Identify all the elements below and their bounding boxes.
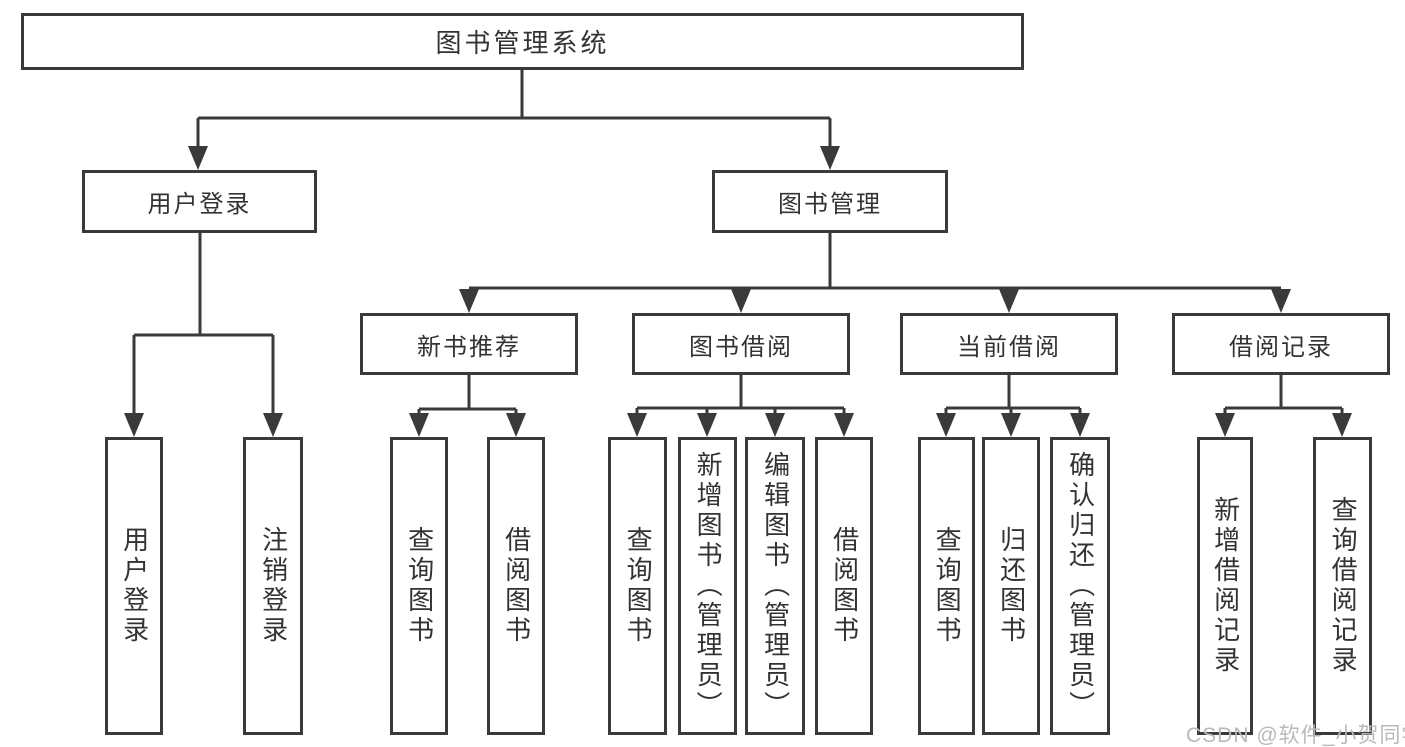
edge-user-login-to-leaves — [124, 233, 283, 437]
edge-line — [1223, 375, 1344, 414]
leaf-confirm-return-admin: 确认归还（管理员） — [1050, 437, 1110, 735]
leaf-query-books-1: 查询图书 — [390, 437, 448, 735]
node-label: 确认归还（管理员） — [1065, 451, 1096, 721]
node-label: 新书推荐 — [417, 333, 521, 361]
arrow-down-icon — [1271, 289, 1291, 313]
edge-line — [132, 233, 275, 415]
leaf-return-books: 归还图书 — [982, 437, 1040, 735]
edge-line — [944, 375, 1082, 414]
edge-line — [469, 233, 1281, 290]
node-label: 借阅记录 — [1229, 333, 1333, 361]
arrow-down-icon — [124, 413, 144, 437]
arrow-down-icon — [409, 413, 429, 437]
arrow-down-icon — [697, 413, 717, 437]
edge-book-borrow-to-leaves — [627, 375, 854, 437]
node-label: 归还图书 — [996, 526, 1027, 646]
node-root-system: 图书管理系统 — [21, 13, 1024, 70]
node-new-book-recommend: 新书推荐 — [360, 313, 578, 375]
arrow-down-icon — [188, 146, 208, 170]
leaf-borrow-books-2: 借阅图书 — [815, 437, 873, 735]
node-book-borrow: 图书借阅 — [632, 313, 850, 375]
arrow-down-icon — [936, 413, 956, 437]
arrow-down-icon — [834, 413, 854, 437]
arrow-down-icon — [1215, 413, 1235, 437]
edge-line — [196, 70, 832, 148]
leaf-edit-books-admin: 编辑图书（管理员） — [745, 437, 805, 735]
node-current-borrow: 当前借阅 — [900, 313, 1118, 375]
node-label: 查询图书 — [932, 526, 963, 646]
node-label: 借阅图书 — [829, 526, 860, 646]
leaf-query-borrow-record: 查询借阅记录 — [1313, 437, 1372, 735]
node-label: 查询图书 — [404, 526, 435, 646]
arrow-down-icon — [999, 289, 1019, 313]
node-label: 图书管理 — [778, 191, 882, 218]
node-user-login: 用户登录 — [82, 170, 317, 233]
node-borrow-records: 借阅记录 — [1172, 313, 1390, 375]
leaf-add-books-admin: 新增图书（管理员） — [678, 437, 737, 735]
leaf-user-login: 用户登录 — [105, 437, 163, 735]
node-label: 用户登录 — [147, 191, 252, 218]
node-label: 编辑图书（管理员） — [760, 451, 791, 721]
arrow-down-icon — [263, 413, 283, 437]
edge-borrow-records-to-leaves — [1215, 375, 1352, 437]
node-label: 新增借阅记录 — [1210, 496, 1241, 676]
arrow-down-icon — [1332, 413, 1352, 437]
leaf-query-books-3: 查询图书 — [918, 437, 975, 735]
node-label: 图书管理系统 — [435, 28, 610, 58]
node-label: 图书借阅 — [689, 333, 793, 361]
arrow-down-icon — [459, 289, 479, 313]
node-label: 新增图书（管理员） — [693, 451, 724, 721]
edge-root-to-level2 — [188, 70, 840, 170]
node-label: 查询图书 — [623, 526, 654, 646]
leaf-borrow-books-1: 借阅图书 — [487, 437, 545, 735]
leaf-logout: 注销登录 — [243, 437, 303, 735]
arrow-down-icon — [765, 413, 785, 437]
edge-line — [635, 375, 846, 414]
edge-current-borrow-to-leaves — [936, 375, 1090, 437]
edge-line — [417, 375, 518, 414]
leaf-query-books-2: 查询图书 — [608, 437, 667, 735]
node-label: 用户登录 — [119, 526, 150, 646]
arrow-down-icon — [820, 146, 840, 170]
leaf-add-borrow-record: 新增借阅记录 — [1197, 437, 1253, 735]
arrow-down-icon — [1070, 413, 1090, 437]
arrow-down-icon — [627, 413, 647, 437]
node-label: 查询借阅记录 — [1328, 496, 1359, 676]
watermark: CSDN @软件_小贺同学 — [1186, 724, 1405, 747]
edge-book-mgmt-to-level3 — [459, 233, 1291, 313]
arrow-down-icon — [506, 413, 526, 437]
node-book-management: 图书管理 — [712, 170, 948, 233]
arrow-down-icon — [731, 289, 751, 313]
node-label: 借阅图书 — [501, 526, 532, 646]
node-label: 注销登录 — [258, 526, 289, 646]
node-label: 当前借阅 — [957, 333, 1061, 361]
edge-new-book-rec-to-leaves — [409, 375, 526, 437]
arrow-down-icon — [1001, 413, 1021, 437]
